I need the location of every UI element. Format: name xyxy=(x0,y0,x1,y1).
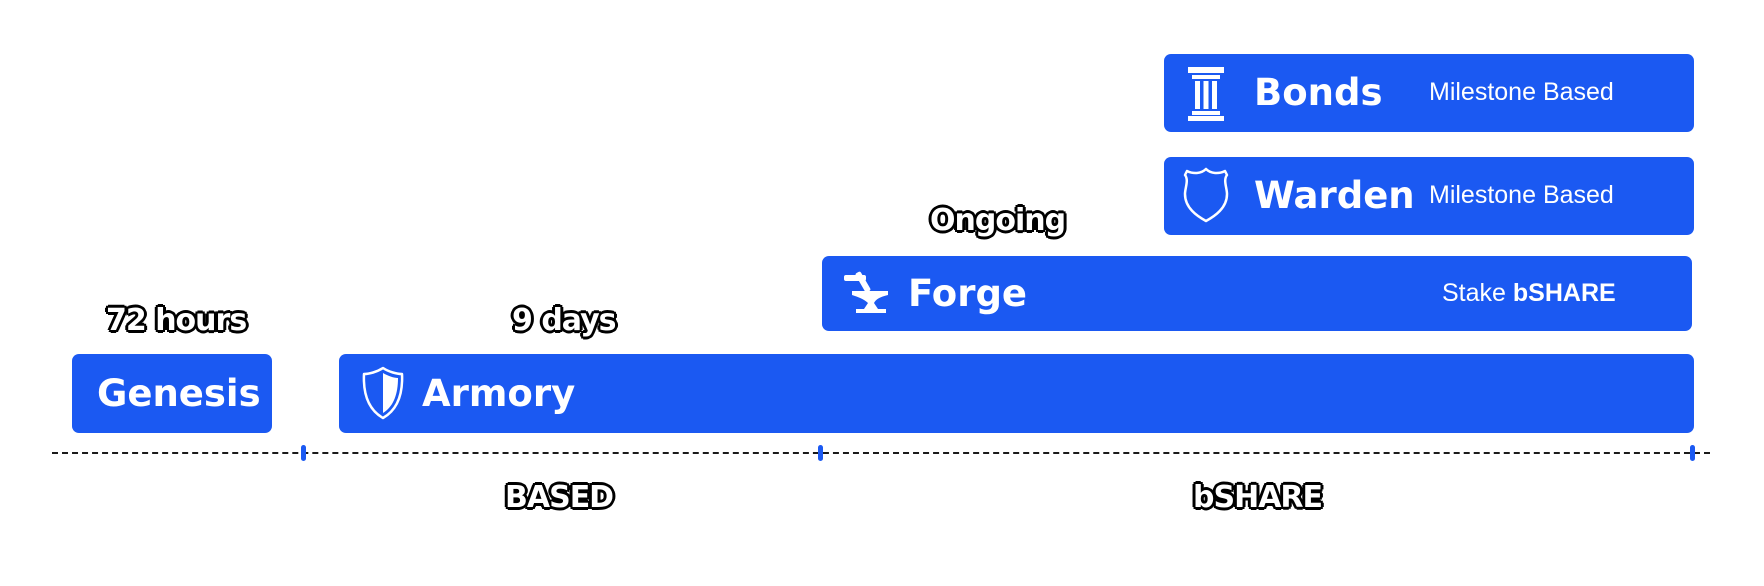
badge-shield-icon xyxy=(1183,167,1229,223)
forge-subtitle-prefix: Stake xyxy=(1442,279,1506,307)
forge-duration-label: Ongoing xyxy=(930,203,1066,238)
warden-title: Warden xyxy=(1254,174,1415,217)
warden-bar: Warden Milestone Based xyxy=(1164,157,1694,235)
timeline-tick-end xyxy=(1690,445,1695,461)
forge-bar: Forge Stake bSHARE xyxy=(822,256,1692,331)
timeline-tick-based-start xyxy=(301,445,306,461)
genesis-title: Genesis xyxy=(97,372,261,415)
forge-title: Forge xyxy=(908,272,1028,315)
anvil-icon xyxy=(844,271,888,313)
timeline-segment-bshare: bSHARE xyxy=(1193,480,1323,515)
armory-title: Armory xyxy=(422,372,576,415)
warden-subtitle: Milestone Based xyxy=(1429,181,1614,209)
forge-subtitle: Stake bSHARE xyxy=(1442,281,1616,306)
genesis-bar: Genesis xyxy=(72,354,272,433)
timeline-segment-based: BASED xyxy=(505,480,614,515)
forge-subtitle-token: bSHARE xyxy=(1512,279,1616,307)
bonds-bar: Bonds Milestone Based xyxy=(1164,54,1694,132)
bonds-subtitle: Milestone Based xyxy=(1429,78,1614,106)
shield-icon xyxy=(362,366,404,420)
armory-bar: Armory xyxy=(339,354,1694,433)
armory-duration-label: 9 days xyxy=(512,303,617,338)
timeline-tick-bshare-start xyxy=(818,445,823,461)
pillar-icon xyxy=(1188,67,1224,121)
genesis-duration-label: 72 hours xyxy=(106,303,247,338)
bonds-title: Bonds xyxy=(1254,71,1383,114)
timeline-axis xyxy=(52,452,1710,454)
